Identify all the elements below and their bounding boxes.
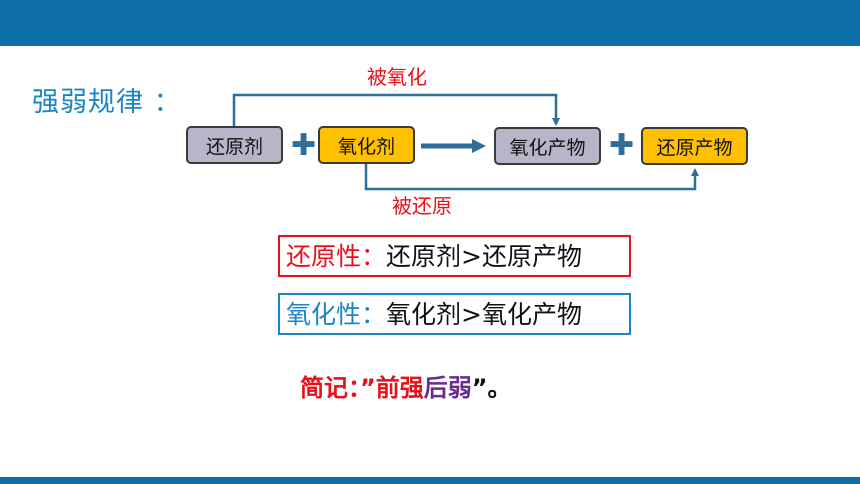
- top-banner: [0, 0, 860, 46]
- mnemonic-suffix: ”。: [471, 374, 512, 402]
- plus-icon: ✚: [291, 128, 317, 163]
- mnemonic-back-weak: 后弱: [423, 374, 472, 402]
- reduced-path-arrow: [364, 164, 699, 191]
- box-oxidation-product: 氧化产物: [494, 127, 601, 165]
- mnemonic-front-strong: 前强: [375, 374, 424, 402]
- mnemonic-prefix: 简记：”: [300, 374, 376, 402]
- label-oxidized: 被氧化: [367, 65, 427, 89]
- box-oxidizing-agent: 氧化剂: [318, 126, 415, 164]
- mnemonic: 简记：”前强后弱”。: [300, 368, 512, 403]
- reaction-arrow-head: [472, 139, 486, 153]
- bottom-banner: [0, 477, 860, 484]
- oxidized-path-arrow: [232, 93, 560, 126]
- rule-reducibility-label: 还原性：: [286, 242, 387, 271]
- rule-reducibility: 还原性：还原剂>还原产物: [278, 235, 631, 277]
- rule-reducibility-text: 还原剂>还原产物: [386, 242, 582, 271]
- rule-oxidizability: 氧化性：氧化剂>氧化产物: [278, 293, 631, 335]
- label-reduced: 被还原: [392, 194, 452, 218]
- rule-oxidizability-label: 氧化性：: [286, 300, 387, 329]
- box-reduction-product: 还原产物: [641, 127, 748, 165]
- heading-strength-rule: 强弱规律 ：: [32, 87, 182, 118]
- box-reducing-agent: 还原剂: [186, 126, 283, 164]
- plus-icon: ✚: [609, 128, 635, 163]
- rule-oxidizability-text: 氧化剂>氧化产物: [386, 300, 582, 329]
